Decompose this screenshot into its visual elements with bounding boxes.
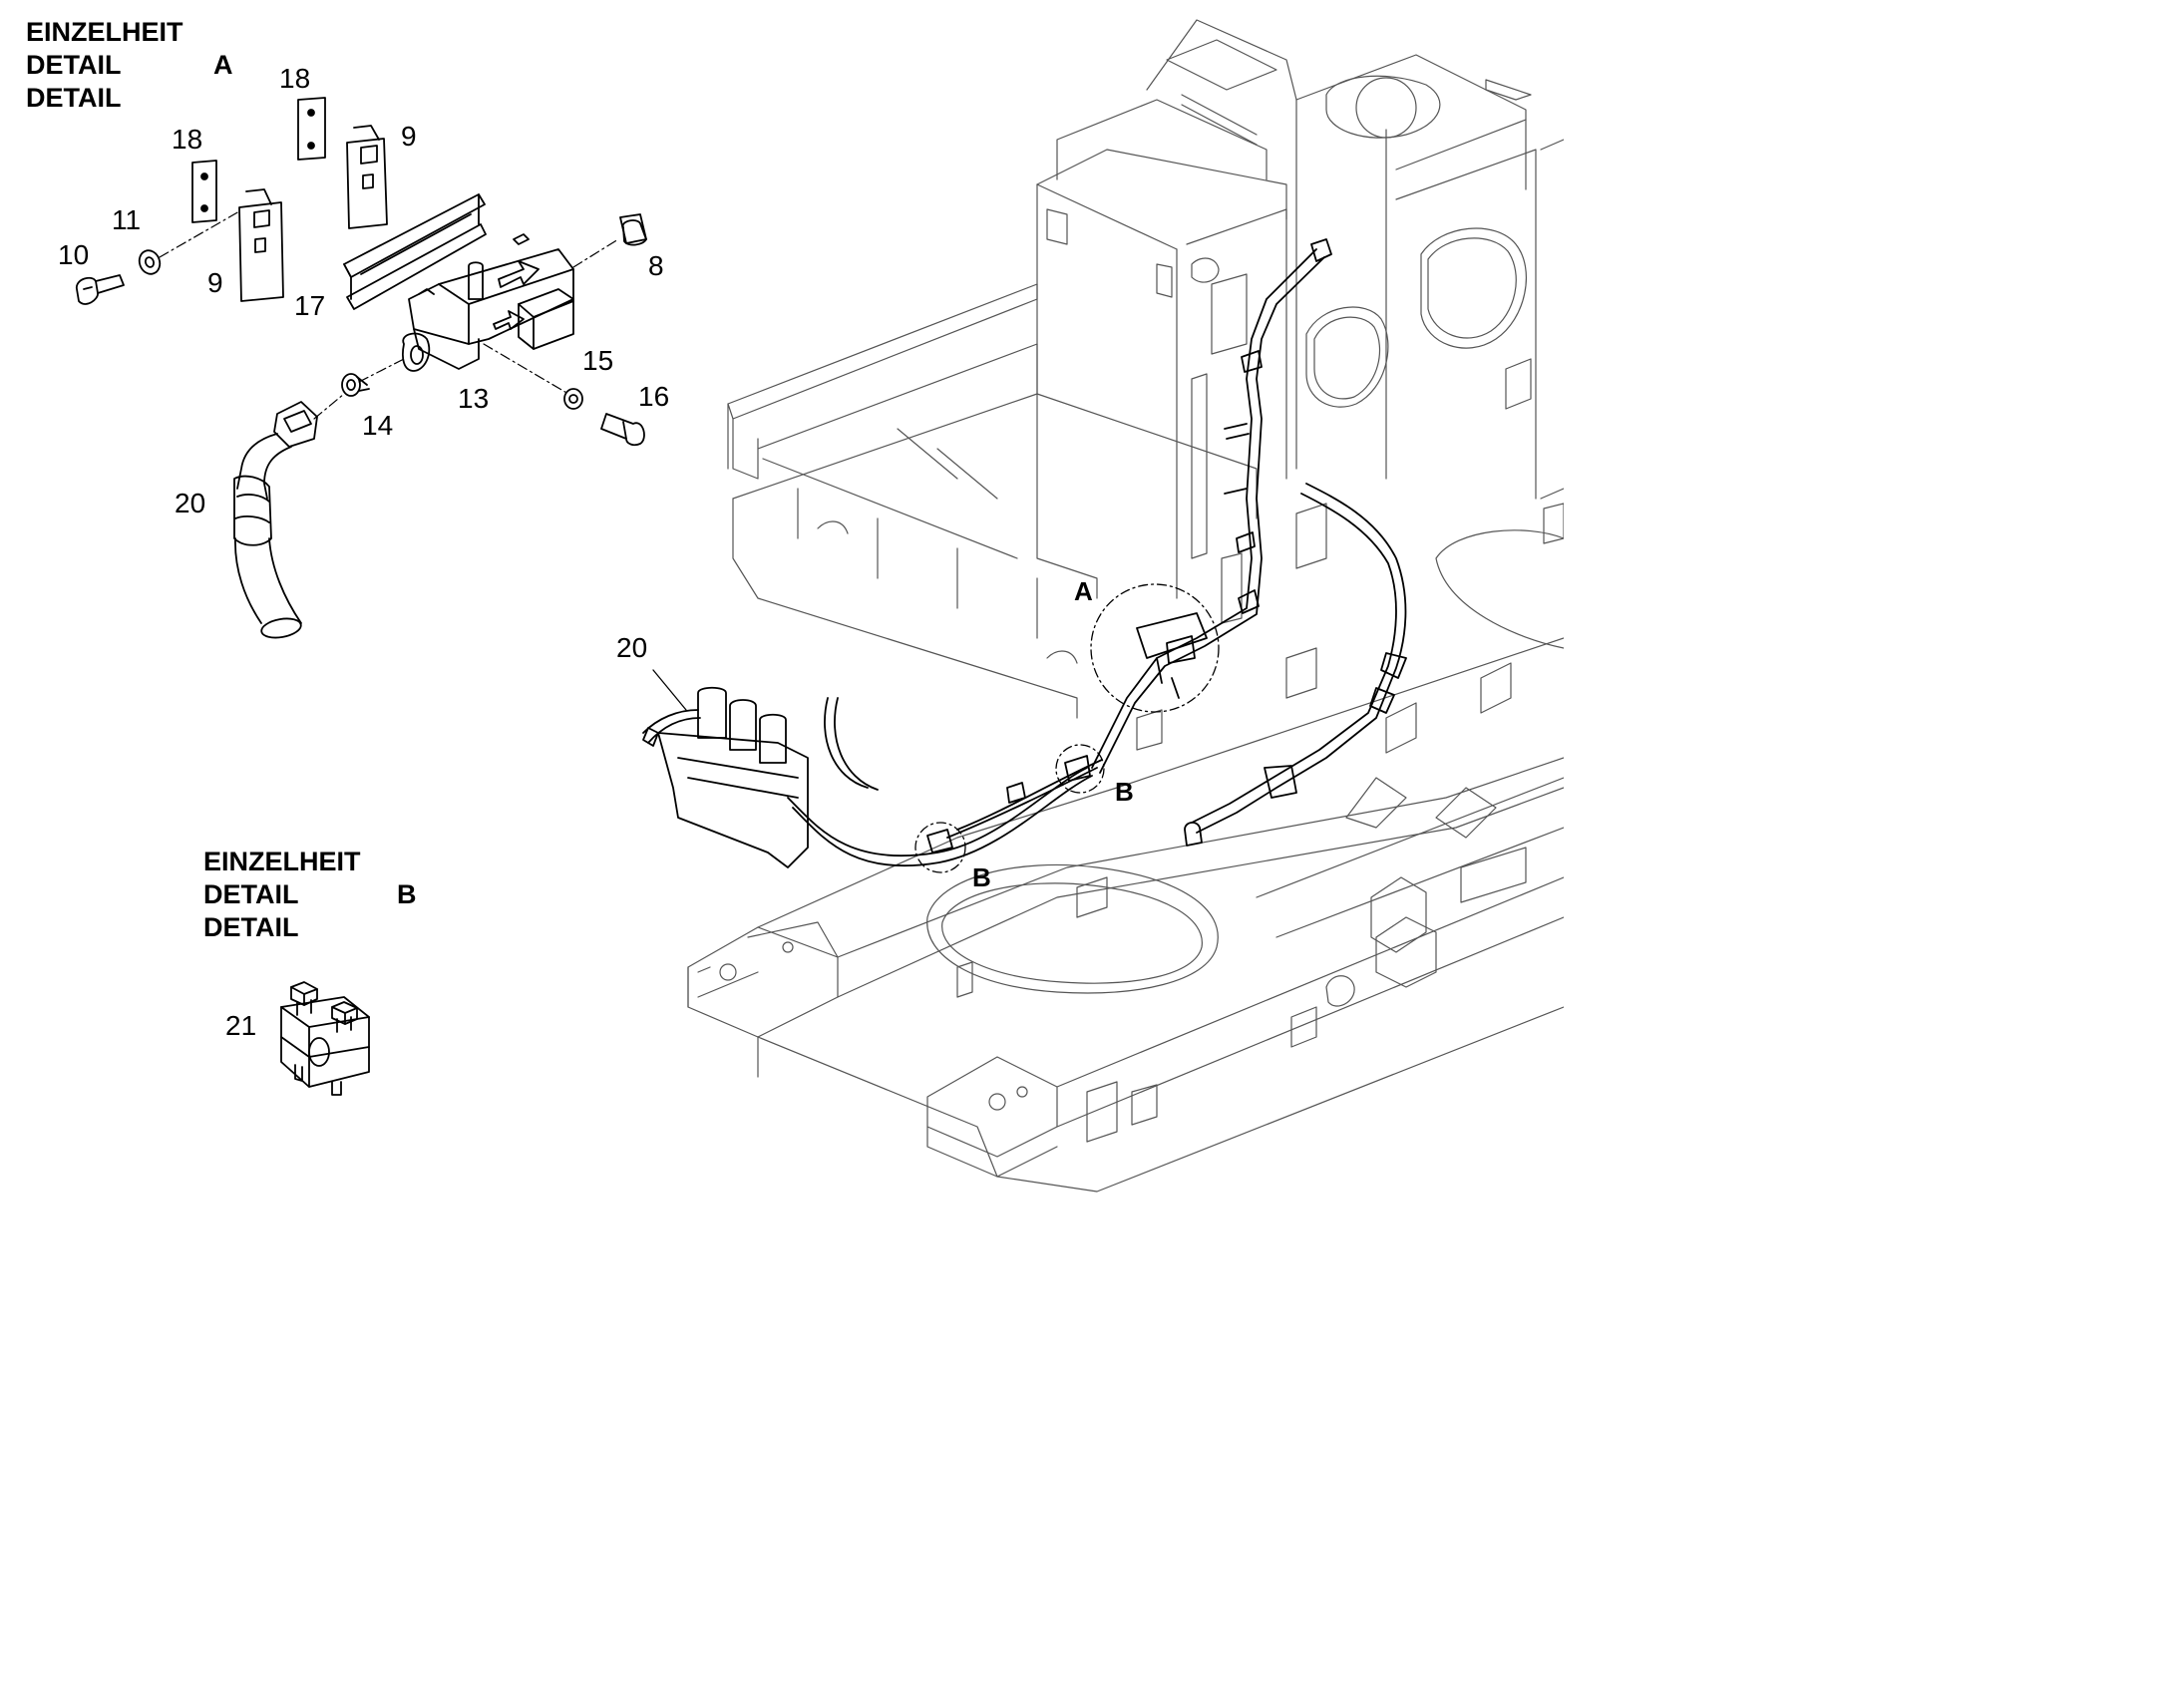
detail-a-parts — [76, 97, 647, 639]
parts-diagram: EINZELHEIT DETAIL DETAIL A 18 18 9 9 11 … — [26, 16, 1564, 1193]
callout-17: 17 — [294, 290, 326, 321]
detail-circle-label-a: A — [1074, 576, 1093, 606]
detail-circle-label-b: B — [972, 862, 991, 892]
detail-a-letter: A — [213, 50, 233, 80]
callout-20: 20 — [175, 488, 206, 518]
detail-b-heading: EINZELHEIT DETAIL DETAIL — [203, 846, 361, 944]
detail-b-clamp — [280, 981, 370, 1096]
detail-a-heading-line: DETAIL — [26, 50, 122, 80]
callout-20: 20 — [616, 632, 648, 663]
callout-13: 13 — [458, 383, 490, 414]
machine-frame — [687, 19, 1564, 1193]
callout-14: 14 — [362, 410, 394, 441]
callout-18: 18 — [172, 124, 203, 155]
detail-a-heading-line: DETAIL — [26, 83, 122, 113]
callout-21: 21 — [225, 1010, 257, 1041]
diagram-drawing — [76, 19, 1564, 1193]
callout-18: 18 — [279, 63, 311, 94]
callout-10: 10 — [58, 239, 90, 270]
detail-b-heading-line: EINZELHEIT — [203, 847, 361, 876]
callout-16: 16 — [638, 381, 670, 412]
callout-11: 11 — [112, 204, 142, 235]
callout-8: 8 — [648, 250, 664, 281]
detail-b-heading-line: DETAIL — [203, 912, 299, 942]
leader-lines — [652, 669, 687, 711]
detail-circles — [914, 583, 1220, 873]
callout-9: 9 — [401, 121, 417, 152]
detail-circle-label-b: B — [1115, 777, 1134, 807]
callout-15: 15 — [582, 345, 614, 376]
detail-b-heading-line: DETAIL — [203, 879, 299, 909]
detail-b-letter: B — [397, 879, 417, 909]
detail-a-heading-line: EINZELHEIT — [26, 17, 183, 47]
callout-9: 9 — [207, 267, 223, 298]
hydraulic-lines — [642, 238, 1407, 868]
detail-a-heading: EINZELHEIT DETAIL DETAIL — [26, 16, 183, 115]
